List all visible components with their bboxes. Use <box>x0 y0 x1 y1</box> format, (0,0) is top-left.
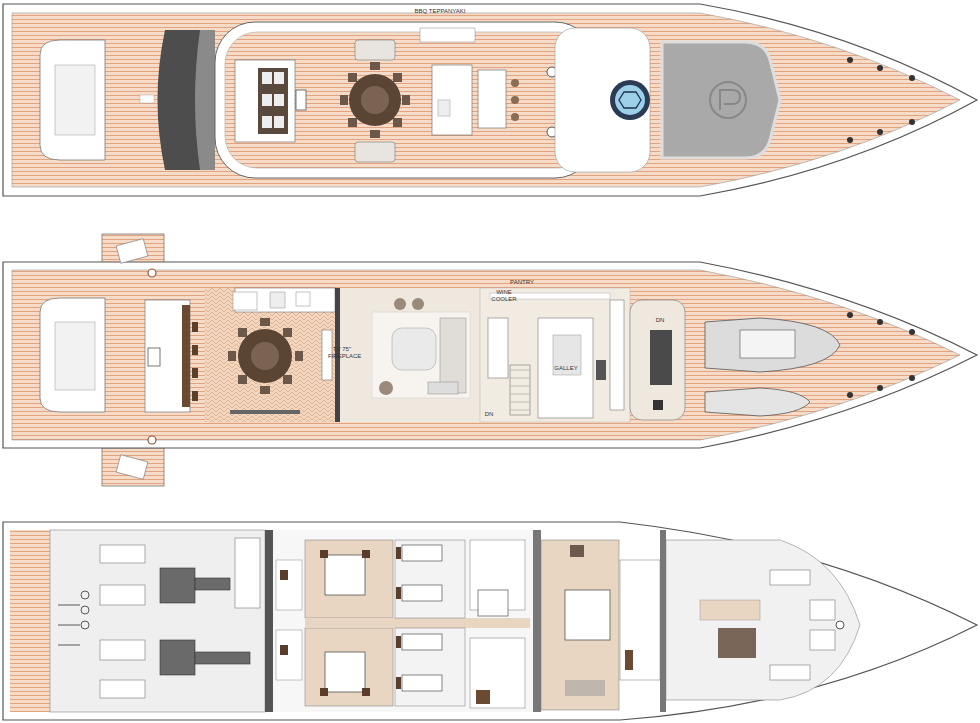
room-label: WINE COOLER <box>489 289 519 302</box>
room-label: GALLEY <box>546 365 586 372</box>
room-label: TV 75" FIREPLACE <box>328 346 356 359</box>
room-label: BBQ TEPPANYAKI <box>410 8 470 15</box>
room-label: PANTRY <box>502 279 542 286</box>
room-label: DN <box>650 317 670 324</box>
room-label: DN <box>479 411 499 418</box>
